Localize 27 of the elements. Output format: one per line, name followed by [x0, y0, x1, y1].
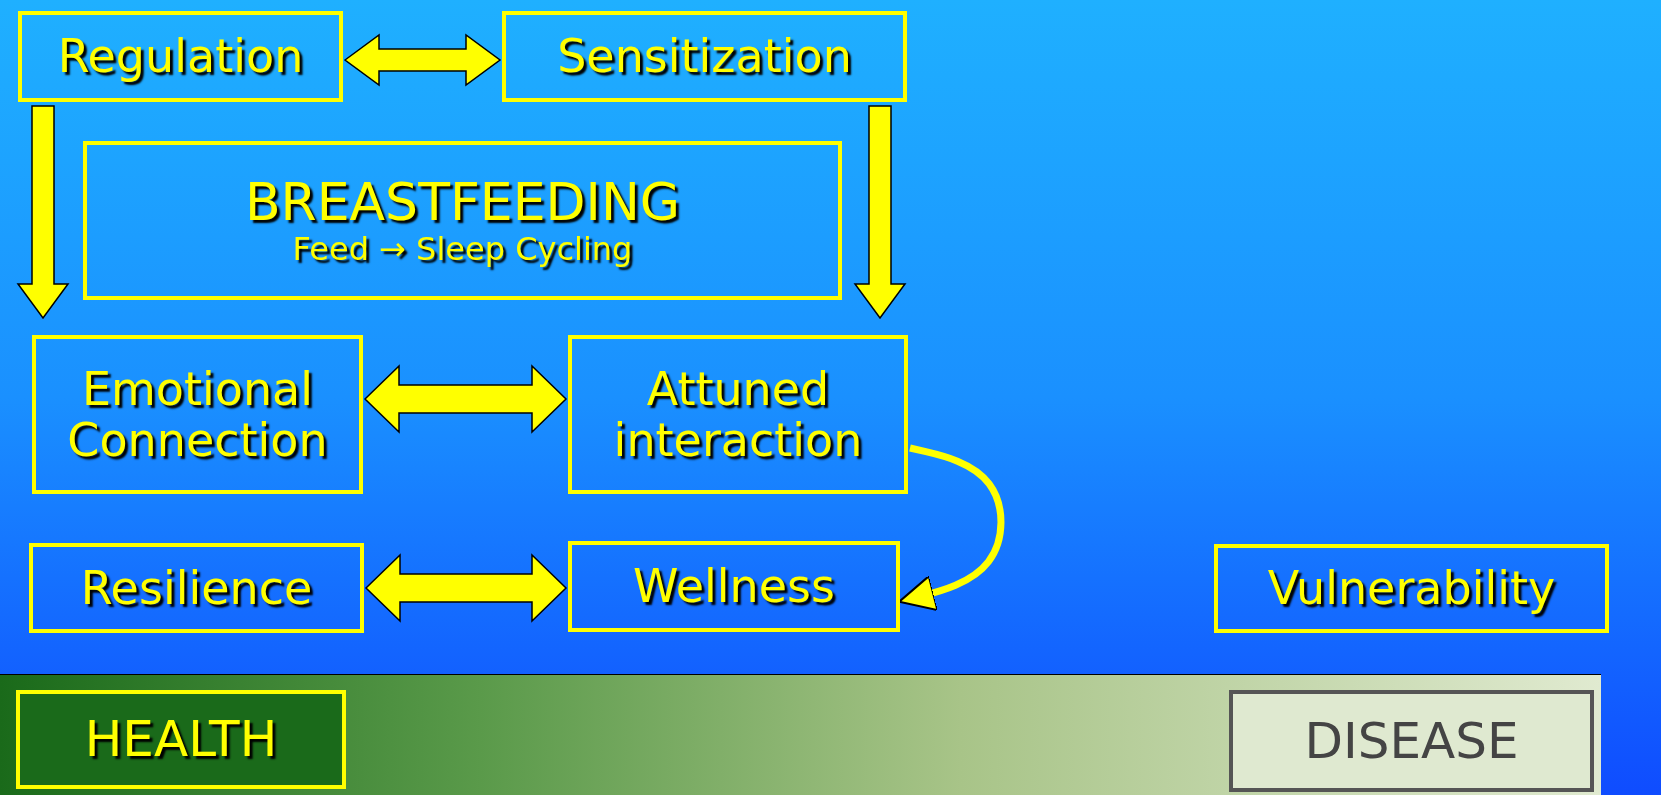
node-label: Regulation [57, 31, 304, 82]
text-box [18, 11, 343, 102]
double-arrow [363, 364, 568, 434]
node-label: Emotional Connection [66, 363, 329, 466]
arrow [16, 105, 70, 320]
node-label: DISEASE [1304, 713, 1519, 769]
double-arrow [364, 553, 568, 623]
text-box [568, 541, 900, 632]
node-label: Resilience [80, 562, 313, 614]
node-subtitle: Feed → Sleep Cycling [292, 231, 633, 267]
text-box [29, 543, 364, 633]
node-label: Wellness [632, 561, 835, 612]
node-label: Sensitization [557, 31, 852, 82]
node-label: Attuned interaction [612, 363, 864, 466]
text-box [32, 335, 363, 494]
text-box [568, 335, 908, 494]
text-box [1229, 690, 1594, 792]
node-label: BREASTFEEDING [244, 174, 681, 232]
node-label: Vulnerability [1267, 563, 1556, 614]
node-label: HEALTH [84, 712, 278, 767]
double-arrow [343, 33, 502, 87]
text-box [1214, 544, 1609, 633]
text-box [16, 690, 346, 789]
text-box [502, 11, 907, 102]
curved-arrow [898, 444, 1005, 612]
arrow [853, 105, 907, 320]
text-box [83, 141, 842, 300]
